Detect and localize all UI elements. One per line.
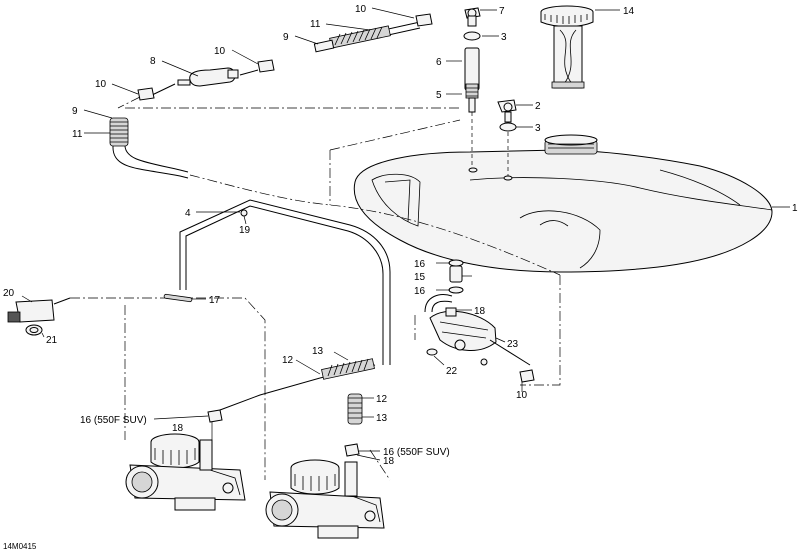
- callout-15: 15: [414, 272, 426, 283]
- callout-3: 3: [501, 32, 507, 43]
- carburetor-right: [265, 459, 385, 539]
- callout-18: 18: [383, 456, 395, 467]
- callout-23: 23: [507, 339, 519, 350]
- callout-9: 9: [72, 106, 78, 117]
- callout-11: 11: [310, 19, 321, 30]
- callout-7: 7: [499, 6, 505, 17]
- reference-code: 14M0415: [3, 542, 37, 551]
- callout-8: 8: [150, 56, 156, 67]
- callout-5: 5: [436, 90, 442, 101]
- lower-hoses: [207, 358, 376, 457]
- callout-12: 12: [376, 394, 388, 405]
- callout-22: 22: [446, 366, 458, 377]
- fuel-line: [179, 199, 391, 365]
- callout-19: 19: [239, 225, 251, 236]
- callout-12: 12: [282, 355, 294, 366]
- callout-20: 20: [3, 288, 15, 299]
- callout-17: 17: [209, 295, 221, 306]
- primer-connector: [7, 297, 71, 336]
- callout-11: 11: [72, 129, 83, 140]
- hose-clamp-strip: [163, 293, 193, 303]
- callout-9: 9: [283, 32, 289, 43]
- callout-10: 10: [355, 4, 367, 15]
- callout-18: 18: [172, 423, 184, 434]
- leader-lines: [21, 7, 790, 461]
- callout-labels: 1 2 3 3 4 5 6 7 8 9 9 10 10 10 10 11 11 …: [3, 4, 798, 551]
- callout-16-550f-suv: 16 (550F SUV): [80, 415, 147, 426]
- callout-1: 1: [792, 203, 798, 214]
- fuel-tank: [353, 134, 773, 273]
- callout-13: 13: [312, 346, 324, 357]
- callout-16: 16: [414, 286, 426, 297]
- callout-10: 10: [516, 390, 528, 401]
- callout-4: 4: [185, 208, 191, 219]
- callout-14: 14: [623, 6, 635, 17]
- callout-10: 10: [95, 79, 107, 90]
- callout-13: 13: [376, 413, 388, 424]
- callout-16: 16: [414, 259, 426, 270]
- fuel-level-sender: [540, 5, 594, 89]
- callout-16-550f-suv: 16 (550F SUV): [383, 447, 450, 458]
- callout-3: 3: [535, 123, 541, 134]
- callout-21: 21: [46, 335, 58, 346]
- vent-hose-assembly: [109, 13, 561, 276]
- callout-18: 18: [474, 306, 486, 317]
- carburetor-left: [125, 433, 246, 511]
- vent-fitting-assembly: [463, 7, 517, 181]
- callout-6: 6: [436, 57, 442, 68]
- routing-lines: [70, 107, 561, 481]
- callout-2: 2: [535, 101, 541, 112]
- callout-10: 10: [214, 46, 226, 57]
- fuel-pump-assembly: [424, 259, 535, 383]
